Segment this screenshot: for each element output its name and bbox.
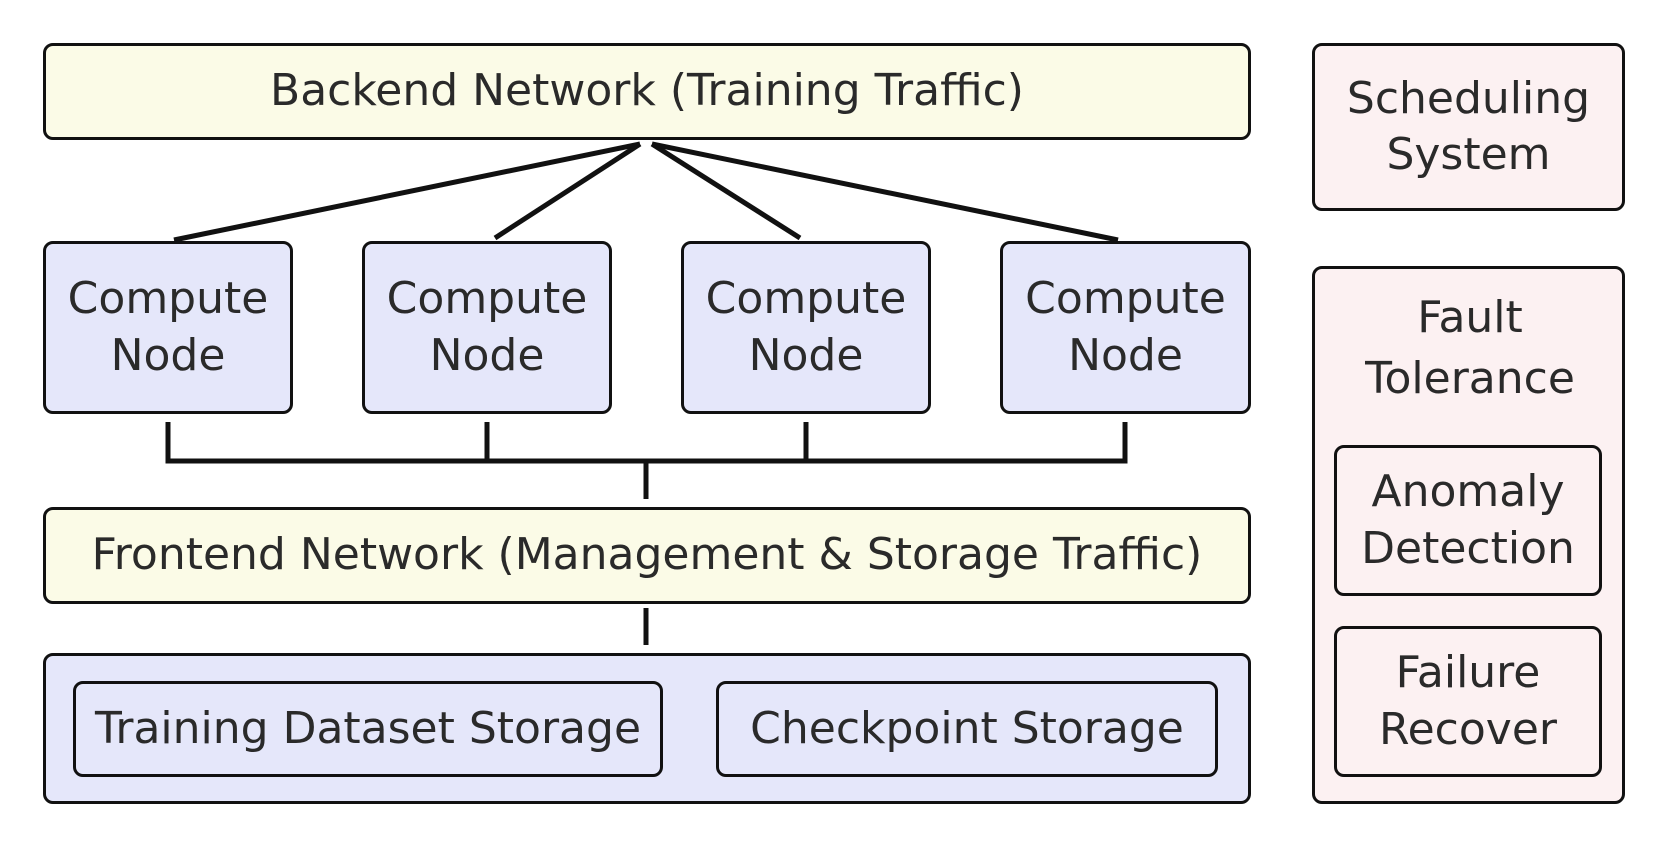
compute-node-2: Compute Node (362, 241, 612, 414)
compute-node-4: Compute Node (1000, 241, 1251, 414)
checkpoint-storage-box: Checkpoint Storage (716, 681, 1218, 777)
frontend-network-label: Frontend Network (Management & Storage T… (91, 529, 1203, 581)
checkpoint-storage-label: Checkpoint Storage (750, 702, 1184, 754)
compute-node-1: Compute Node (43, 241, 293, 414)
compute-node-3: Compute Node (681, 241, 931, 414)
compute-node-label: Compute Node (1025, 273, 1226, 381)
anomaly-detection-label: Anomaly Detection (1361, 466, 1575, 574)
scheduling-system-label: Scheduling System (1346, 72, 1591, 180)
backend-link-2 (493, 141, 642, 241)
compute-node-label: Compute Node (705, 273, 907, 381)
backend-network-label: Backend Network (Training Traffic) (270, 65, 1024, 117)
frontend-network-box: Frontend Network (Management & Storage T… (43, 507, 1251, 604)
compute-node-label: Compute Node (67, 273, 269, 381)
training-dataset-storage-box: Training Dataset Storage (73, 681, 663, 777)
compute-node-label: Compute Node (386, 273, 588, 381)
failure-recover-label: Failure Recover (1379, 647, 1557, 755)
scheduling-system-box: Scheduling System (1312, 43, 1625, 211)
backend-link-1 (173, 141, 641, 243)
anomaly-detection-box: Anomaly Detection (1334, 445, 1602, 596)
backend-link-3 (650, 141, 802, 241)
failure-recover-box: Failure Recover (1334, 626, 1602, 777)
training-dataset-storage-label: Training Dataset Storage (94, 702, 642, 754)
backend-link-4 (651, 141, 1119, 243)
fault-tolerance-label: Fault Tolerance (1365, 292, 1575, 404)
backend-network-box: Backend Network (Training Traffic) (43, 43, 1251, 140)
